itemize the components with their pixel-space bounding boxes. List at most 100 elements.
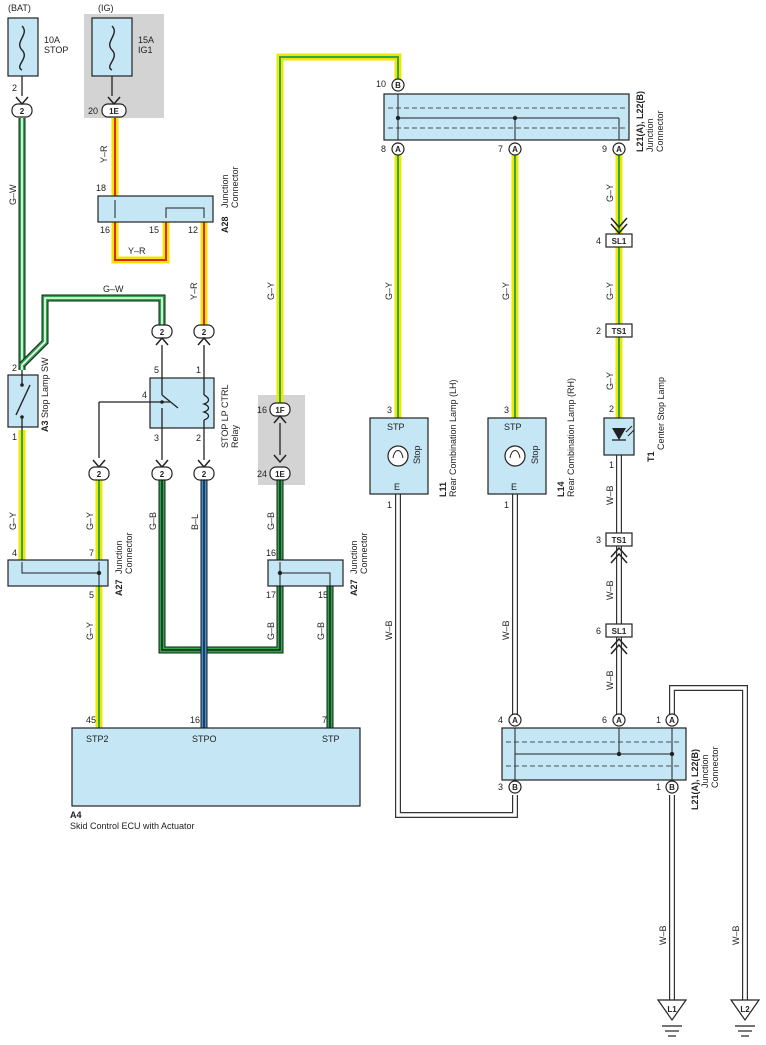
wire-gb-relay: [158, 480, 284, 654]
wire-label-yr-1: Y–R: [99, 145, 109, 163]
wire-label-gy-1: G–Y: [8, 512, 18, 530]
wire-label-gy-t1a: G–Y: [605, 184, 615, 202]
a27l-pin4: 4: [12, 548, 17, 558]
relay-pin5: 5: [154, 365, 159, 375]
wire-label-yr-3: Y–R: [189, 282, 199, 300]
a27r-code: A27: [349, 579, 359, 596]
ground-l2: [729, 999, 761, 1037]
a28-pin12: 12: [188, 225, 198, 235]
fuse-ig-rating: 15A: [138, 35, 154, 45]
wire-label-gw-1: G–W: [8, 184, 18, 205]
conn-oval-bat: [11, 96, 33, 118]
a27r-desc-1: Junction: [349, 540, 359, 574]
conn-oval-ig1: [101, 96, 127, 118]
l14-pin1: 1: [504, 500, 509, 510]
wire-label-gy-t1c: G–Y: [605, 372, 615, 390]
relay-name-1: STOP LP CTRL: [220, 384, 230, 448]
fuse-stop-rating: 10A: [44, 35, 60, 45]
a27l-pin7: 7: [89, 548, 94, 558]
jtop-desc-2: Connector: [655, 110, 665, 152]
ts1-top-pin: 2: [596, 326, 601, 336]
ecu-term-stpo: STPO: [192, 734, 217, 744]
ecu-pin7: 7: [322, 715, 327, 725]
conn-inline-mid: [151, 445, 173, 481]
ecu-pin16: 16: [190, 715, 200, 725]
sl1-top-pin: 4: [596, 236, 601, 246]
a27r-pin16: 16: [266, 548, 276, 558]
l11-desc: Rear Combination Lamp (LH): [448, 379, 458, 497]
junction-a27-left: [7, 559, 109, 587]
ecu-code: A4: [70, 810, 82, 820]
ig-pin16: 16: [257, 405, 267, 415]
conn-sl1-top: [605, 217, 633, 248]
wire-label-gw-2: G–W: [103, 284, 124, 294]
fuse-ig-name: IG1: [138, 45, 153, 55]
t1-pin2: 2: [609, 404, 614, 414]
conn-ig-label: 1E: [109, 107, 119, 116]
skid-control-ecu: [71, 727, 361, 807]
conn-relay-1: [193, 324, 215, 346]
ground-l1: [656, 999, 688, 1037]
sl1-bot-pin: 6: [596, 626, 601, 636]
wire-yr-loop: [111, 222, 170, 264]
sl1-bot-label: SL1: [612, 627, 627, 636]
ground-l2-label: L2: [740, 1005, 750, 1014]
wire-label-gb-2: G–B: [266, 512, 276, 530]
a27r-pin15: 15: [318, 590, 328, 600]
relay-pin3: 3: [154, 433, 159, 443]
jtop-pin8: 8: [381, 144, 386, 154]
conn-sl1-bottom: [605, 623, 633, 655]
conn-relay5-label: 2: [160, 328, 165, 337]
fuse-stop: [7, 17, 39, 96]
conn-inline-right-label: 2: [202, 470, 207, 479]
t1-pin1: 1: [609, 460, 614, 470]
jtop-code: L21(A), L22(B): [635, 91, 645, 152]
a28-pin15: 15: [149, 225, 159, 235]
jbot-letter-b3: B: [512, 783, 518, 792]
junction-top: [383, 78, 630, 156]
conn-inline-left: [88, 459, 110, 481]
wire-label-gb-3: G–B: [266, 622, 276, 640]
jtop-letter-a9: A: [616, 145, 622, 154]
l11-code: L11: [438, 482, 448, 497]
conn-bat-label: 2: [20, 107, 25, 116]
l14-e: E: [511, 482, 517, 492]
ts1-bot-pin: 3: [596, 535, 601, 545]
ecu-term-stp: STP: [322, 734, 340, 744]
jbot-pin1a: 1: [656, 715, 661, 725]
wire-label-wb-l2: W–B: [731, 925, 741, 945]
a3-desc: Stop Lamp SW: [40, 357, 50, 418]
conn-inline-right: [193, 445, 215, 481]
jtop-letter-a8: A: [395, 145, 401, 154]
fuse-ig-pin: 20: [88, 106, 98, 116]
a28-desc-2: Connector: [230, 166, 240, 208]
a27r-pin17: 17: [266, 590, 276, 600]
conn-ts1-top: [605, 323, 633, 338]
ecu-term-stp2: STP2: [86, 734, 109, 744]
t1-code: T1: [646, 451, 656, 462]
a27l-desc-2: Connector: [124, 532, 134, 574]
jbot-letter-a4: A: [512, 716, 518, 725]
a27r-desc-2: Connector: [359, 532, 369, 574]
ts1-top-label: TS1: [612, 327, 627, 336]
jbot-desc-2: Connector: [710, 746, 720, 788]
wire-label-wb-l11: W–B: [384, 620, 394, 640]
conn-1f-1e: [269, 402, 291, 481]
conn-relay-5: [151, 324, 173, 346]
jbot-pin1b: 1: [656, 782, 661, 792]
wire-label-gb-1: G–B: [148, 512, 158, 530]
wire-label-gy-top: G–Y: [266, 282, 276, 300]
l11-pin3: 3: [387, 405, 392, 415]
fuse-ig1: [91, 17, 133, 96]
jbot-pin4: 4: [498, 715, 503, 725]
a27l-desc-1: Junction: [114, 540, 124, 574]
wire-label-gy-2: G–Y: [85, 512, 95, 530]
junction-a27-right: [267, 559, 344, 587]
jtop-pin7: 7: [498, 144, 503, 154]
jbot-code: L21(A), L22(B): [690, 749, 700, 810]
wire-label-gy-3: G–Y: [85, 622, 95, 640]
a28-code: A28: [220, 216, 230, 233]
l14-stop: Stop: [530, 445, 540, 464]
a28-desc-1: Junction: [220, 174, 230, 208]
